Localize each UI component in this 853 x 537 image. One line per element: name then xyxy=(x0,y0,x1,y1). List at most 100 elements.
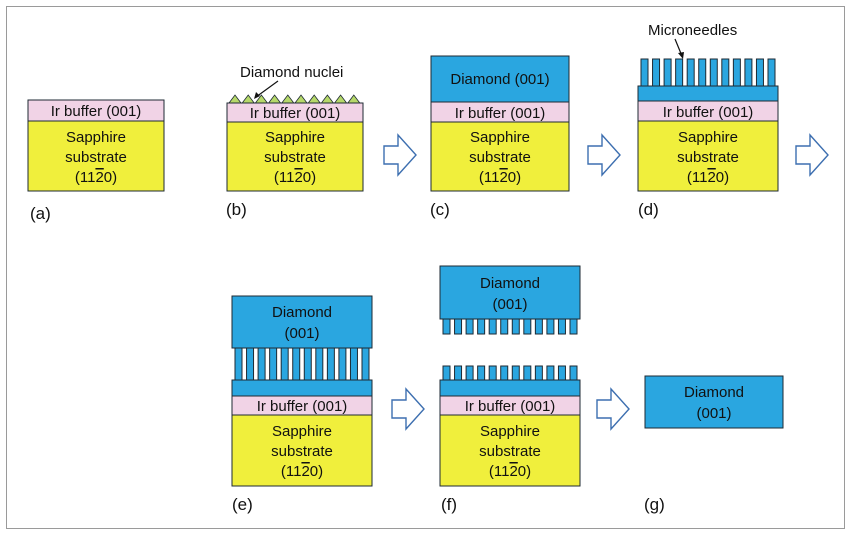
microneedle xyxy=(511,365,520,381)
microneedle xyxy=(652,58,661,87)
microneedle xyxy=(546,318,555,335)
microneedle xyxy=(721,58,730,87)
microneedle xyxy=(246,347,255,381)
sapphire-substrate xyxy=(226,121,364,192)
ir-buffer-label: Ir buffer (001) xyxy=(51,103,142,120)
microneedle xyxy=(477,318,486,335)
microneedle xyxy=(534,365,543,381)
diamond-nucleus xyxy=(241,94,255,104)
microneedle xyxy=(454,365,463,381)
diamond-base-layer xyxy=(637,85,779,102)
substrate-label: substrate xyxy=(479,443,541,460)
microneedle xyxy=(675,58,684,87)
microneedles-upper xyxy=(442,318,578,335)
microneedle xyxy=(569,318,578,335)
diamond-orientation-label: (001) xyxy=(284,325,319,342)
diamond-layer xyxy=(430,55,570,103)
microneedle xyxy=(442,318,451,335)
microneedle xyxy=(488,365,497,381)
orientation-label: (1120) xyxy=(687,169,729,186)
microneedle xyxy=(569,365,578,381)
panel-a: Ir buffer (001) Sapphire substrate (1120… xyxy=(27,99,165,223)
microneedles xyxy=(234,347,370,381)
diamond-nucleus xyxy=(281,94,295,104)
sapphire-label: Sapphire xyxy=(678,129,738,146)
sapphire-label: Sapphire xyxy=(272,423,332,440)
process-arrow xyxy=(391,388,425,430)
diamond-base-layer xyxy=(439,379,581,397)
diamond-nucleus xyxy=(307,94,321,104)
panel-e: Diamond (001) Ir buffer (001) Sapphire s… xyxy=(231,295,373,514)
orientation-label: (1120) xyxy=(489,463,531,480)
diamond-nucleus xyxy=(294,94,308,104)
panel-label-f: (f) xyxy=(441,495,457,514)
panel-f: Diamond (001) Ir buffer (001) Sapphire s… xyxy=(439,265,581,514)
microneedle xyxy=(709,58,718,87)
microneedle xyxy=(534,318,543,335)
diamond-layer xyxy=(231,295,373,349)
figure-frame xyxy=(6,6,845,529)
diamond-label: Diamond xyxy=(684,384,744,401)
microneedle xyxy=(523,365,532,381)
microneedle xyxy=(755,58,764,87)
microneedle xyxy=(234,347,243,381)
microneedle xyxy=(767,58,776,87)
microneedle xyxy=(257,347,266,381)
microneedle xyxy=(442,365,451,381)
sapphire-label: Sapphire xyxy=(66,129,126,146)
diamond-layer xyxy=(439,265,581,320)
microneedle xyxy=(557,318,566,335)
ir-buffer-label: Ir buffer (001) xyxy=(663,104,754,121)
microneedle xyxy=(500,318,509,335)
microneedle xyxy=(303,347,312,381)
microneedle xyxy=(465,318,474,335)
process-arrow xyxy=(587,134,621,176)
orientation-label: (1120) xyxy=(281,463,323,480)
substrate-label: substrate xyxy=(469,149,531,166)
panel-label-c: (c) xyxy=(430,200,450,219)
diamond-nucleus xyxy=(333,94,348,104)
pointer-line xyxy=(255,80,279,98)
orientation-label: (1120) xyxy=(75,169,117,186)
microneedle xyxy=(280,347,289,381)
sapphire-label: Sapphire xyxy=(470,129,530,146)
panel-label-a: (a) xyxy=(30,204,51,223)
microneedle xyxy=(338,347,347,381)
substrate-label: substrate xyxy=(271,443,333,460)
microneedle xyxy=(732,58,741,87)
substrate-label: substrate xyxy=(65,149,127,166)
substrate-label: substrate xyxy=(264,149,326,166)
diamond-label: Diamond xyxy=(480,275,540,292)
diamond-nuclei xyxy=(228,94,361,104)
sapphire-substrate xyxy=(439,414,581,487)
panel-d: Microneedles Ir buffer (001) Sapphire su… xyxy=(637,22,779,219)
sapphire-substrate xyxy=(637,120,779,192)
microneedle xyxy=(269,347,278,381)
microneedle xyxy=(465,365,474,381)
diamond-nucleus xyxy=(347,94,361,104)
substrate-label: substrate xyxy=(677,149,739,166)
microneedles xyxy=(640,58,776,87)
microneedle xyxy=(349,347,358,381)
microneedle xyxy=(500,365,509,381)
microneedle xyxy=(361,347,370,381)
panel-label-e: (e) xyxy=(232,495,253,514)
microneedle xyxy=(292,347,301,381)
sapphire-substrate xyxy=(430,121,570,192)
diamond-nuclei-label: Diamond nuclei xyxy=(240,64,343,81)
microneedle xyxy=(698,58,707,87)
sapphire-substrate xyxy=(231,414,373,487)
pointer-arrowhead xyxy=(254,92,260,99)
microneedle xyxy=(315,347,324,381)
microneedle xyxy=(523,318,532,335)
microneedle xyxy=(326,347,335,381)
microneedle xyxy=(557,365,566,381)
ir-buffer-label: Ir buffer (001) xyxy=(465,398,556,415)
panel-c: Diamond (001) Ir buffer (001) Sapphire s… xyxy=(430,55,570,219)
diamond-base-layer xyxy=(231,379,373,397)
panel-b: Ir buffer (001) Sapphire substrate (1120… xyxy=(226,64,364,219)
diamond-nucleus xyxy=(267,94,282,104)
diamond-label: Diamond xyxy=(272,304,332,321)
panel-label-d: (d) xyxy=(638,200,659,219)
ir-buffer-label: Ir buffer (001) xyxy=(257,398,348,415)
